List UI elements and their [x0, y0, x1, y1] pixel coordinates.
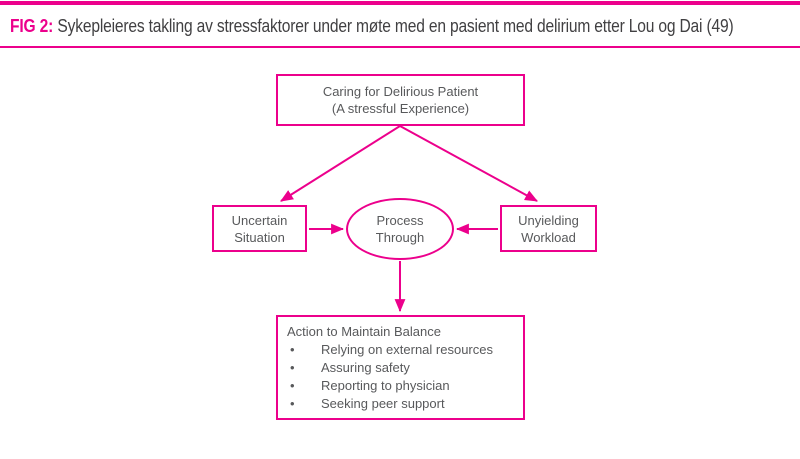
action-box-title: Action to Maintain Balance — [287, 324, 441, 339]
bullet-text: Reporting to physician — [321, 378, 450, 393]
list-item: • Relying on external resources — [287, 341, 519, 359]
node-uncertain-situation: Uncertain Situation — [212, 205, 307, 252]
figure-caption: FIG 2:Sykepleieres takling av stressfakt… — [10, 16, 734, 36]
bullet-icon: • — [290, 396, 295, 411]
header-bottom-rule — [0, 46, 800, 48]
header-top-rule — [0, 1, 800, 5]
bullet-icon: • — [290, 360, 295, 375]
bullet-text: Relying on external resources — [321, 342, 493, 357]
node-text-line: Situation — [234, 229, 285, 245]
node-process-through: Process Through — [346, 198, 454, 260]
figure-number-label: FIG 2: — [10, 16, 54, 36]
arrow-top-to-uncertain — [280, 125, 401, 202]
node-action-to-maintain-balance: Action to Maintain Balance • Relying on … — [276, 315, 525, 420]
node-text-line: Through — [375, 230, 425, 245]
bullet-text: Assuring safety — [321, 360, 410, 375]
flowchart: Caring for Delirious Patient (A stressfu… — [0, 60, 800, 459]
node-text-line: Unyielding — [518, 212, 579, 228]
figure-caption-text: Sykepleieres takling av stressfaktorer u… — [57, 16, 734, 36]
list-item: • Reporting to physician — [287, 377, 519, 395]
node-text-line: Caring for Delirious Patient — [322, 84, 479, 99]
node-caring-for-delirious-patient: Caring for Delirious Patient (A stressfu… — [276, 74, 525, 126]
bullet-text: Seeking peer support — [321, 396, 445, 411]
arrow-top-to-workload — [399, 125, 538, 202]
node-text-line: Process — [376, 213, 424, 228]
list-item: • Assuring safety — [287, 359, 519, 377]
flowchart-arrows — [280, 125, 538, 313]
node-unyielding-workload: Unyielding Workload — [500, 205, 597, 252]
node-text-line: Workload — [521, 229, 576, 245]
action-bullet-list: • Relying on external resources • Assuri… — [287, 341, 519, 413]
bullet-icon: • — [290, 342, 295, 357]
bullet-icon: • — [290, 378, 295, 393]
node-text-line: Uncertain — [231, 212, 288, 228]
node-text-line: (A stressful Experience) — [331, 101, 470, 116]
list-item: • Seeking peer support — [287, 395, 519, 413]
